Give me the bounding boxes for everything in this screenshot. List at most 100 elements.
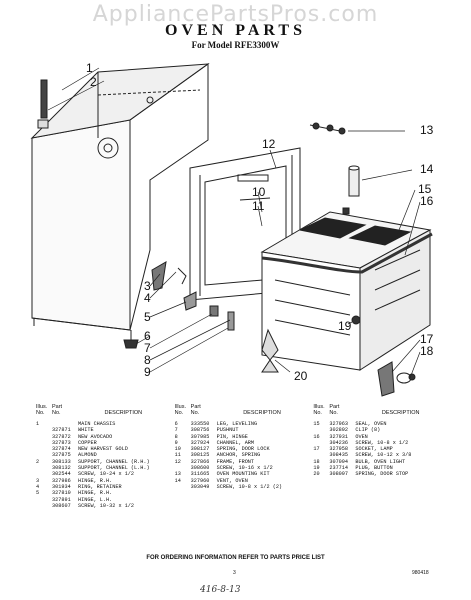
parts-row: 16 327931 OVEN <box>313 434 446 440</box>
part-description: OVEN <box>355 433 368 440</box>
part-number: 327874 <box>52 446 71 453</box>
part-number: 327875 <box>52 452 71 459</box>
callout-8: 8 <box>144 353 151 367</box>
model-subtitle: For Model RFE3300W <box>191 40 280 50</box>
part-number: 333550 <box>190 421 210 427</box>
header-no2: No. <box>190 410 200 416</box>
part-number: 327960 <box>190 477 210 484</box>
document-code: 980418 <box>412 570 429 576</box>
parts-header: Illus.Part No.No.DESCRIPTION <box>175 404 308 416</box>
callout-18: 18 <box>420 344 434 358</box>
door-stop-spring <box>261 328 279 373</box>
part-description: ALMOND <box>78 452 97 459</box>
part-description: FRAME, FRONT <box>216 458 255 465</box>
illus-number: 13 <box>174 471 181 478</box>
mounting-kit <box>309 122 346 135</box>
callout-4: 4 <box>144 291 151 305</box>
illus-number: 20 <box>313 471 320 478</box>
part-number: 307985 <box>190 433 210 440</box>
part-number: 308756 <box>190 427 210 434</box>
part-description: COPPER <box>78 439 97 446</box>
watermark: AppliancePartsPros.com <box>92 2 379 27</box>
header-description: DESCRIPTION <box>243 410 281 416</box>
part-description: RING, RETAINER <box>78 483 122 490</box>
part-description: HINGE, L.H. <box>78 496 113 503</box>
part-number: 327931 <box>329 433 349 440</box>
illus-number: 8 <box>174 433 178 440</box>
part-description: SCREW, 10-16 x 1/2 <box>216 465 273 472</box>
part-description: CHANNEL, ARM <box>216 439 255 446</box>
illus-number: 9 <box>174 439 178 446</box>
part-number: 308435 <box>329 452 349 459</box>
part-description: NEW HARVEST GOLD <box>78 446 128 453</box>
part-number: 308600 <box>190 465 210 472</box>
callout-11: 11 <box>252 199 265 213</box>
part-description: PLUG, BUTTON <box>355 465 393 472</box>
header-no: No. <box>36 410 45 416</box>
illus-number: 10 <box>174 446 181 453</box>
part-description: SCREW, 10-24 x 1/2 <box>78 471 135 478</box>
callout-20: 20 <box>294 369 308 383</box>
illus-number: 14 <box>174 477 181 484</box>
callout-19: 19 <box>338 319 352 333</box>
illus-number: 19 <box>313 465 320 472</box>
illus-number: 12 <box>174 458 181 465</box>
illus-number: 16 <box>313 433 320 440</box>
part-description: CLIP (8) <box>355 427 381 434</box>
callout-12: 12 <box>262 137 276 151</box>
part-description: LEG, LEVELING <box>216 421 258 427</box>
part-description: SCREW, 10-32 x 1/2 <box>78 502 135 509</box>
part-number: 327871 <box>52 427 71 434</box>
callout-15: 15 <box>418 182 432 196</box>
part-number: 327891 <box>52 496 71 503</box>
part-number: 303049 <box>190 483 210 490</box>
parts-row: 4 301934 RING, RETAINER <box>36 484 169 490</box>
part-number: 302892 <box>329 427 349 434</box>
header-no: No. <box>313 410 322 416</box>
part-description: SCREW, 10-8 x 1/2 (2) <box>216 483 283 490</box>
header-part: Part <box>52 404 63 410</box>
page-title: OVEN PARTS <box>165 22 306 39</box>
callout-7: 7 <box>144 341 151 355</box>
exploded-diagram: 1 2 3 4 5 6 7 8 9 10 11 12 13 14 15 16 1… <box>30 61 434 397</box>
callout-14: 14 <box>420 162 434 176</box>
illus-number: 4 <box>36 483 40 490</box>
part-number: 302544 <box>52 471 71 478</box>
part-number: 237714 <box>329 465 349 472</box>
parts-row: 6 333550 LEG, LEVELING <box>175 421 308 427</box>
illus-number: 6 <box>174 421 178 427</box>
part-description: VENT, OVEN <box>216 477 248 484</box>
ordering-info: FOR ORDERING INFORMATION REFER TO PARTS … <box>146 555 325 561</box>
part-number: 301934 <box>52 483 71 490</box>
part-number: 308133 <box>52 458 71 465</box>
callout-6: 6 <box>144 329 151 343</box>
header-illus: Illus. <box>36 404 48 410</box>
part-description: SCREW, 10-8 x 1/2 <box>355 439 409 446</box>
part-number: 327963 <box>329 421 349 427</box>
part-description: SPRING, DOOR STOP <box>355 471 409 478</box>
part-description: SPRING, DOOR LOCK <box>216 446 270 453</box>
illus-number: 2 <box>36 458 40 465</box>
part-number: 311665 <box>190 471 210 478</box>
callout-numbers: 1 2 3 4 5 6 7 8 9 10 11 12 13 14 15 16 1… <box>86 61 434 383</box>
lamp-assembly <box>377 361 416 397</box>
illus-number: 17 <box>313 446 320 453</box>
header-description: DESCRIPTION <box>104 410 143 416</box>
part-number: 327924 <box>190 439 210 446</box>
callout-17: 17 <box>420 332 434 346</box>
